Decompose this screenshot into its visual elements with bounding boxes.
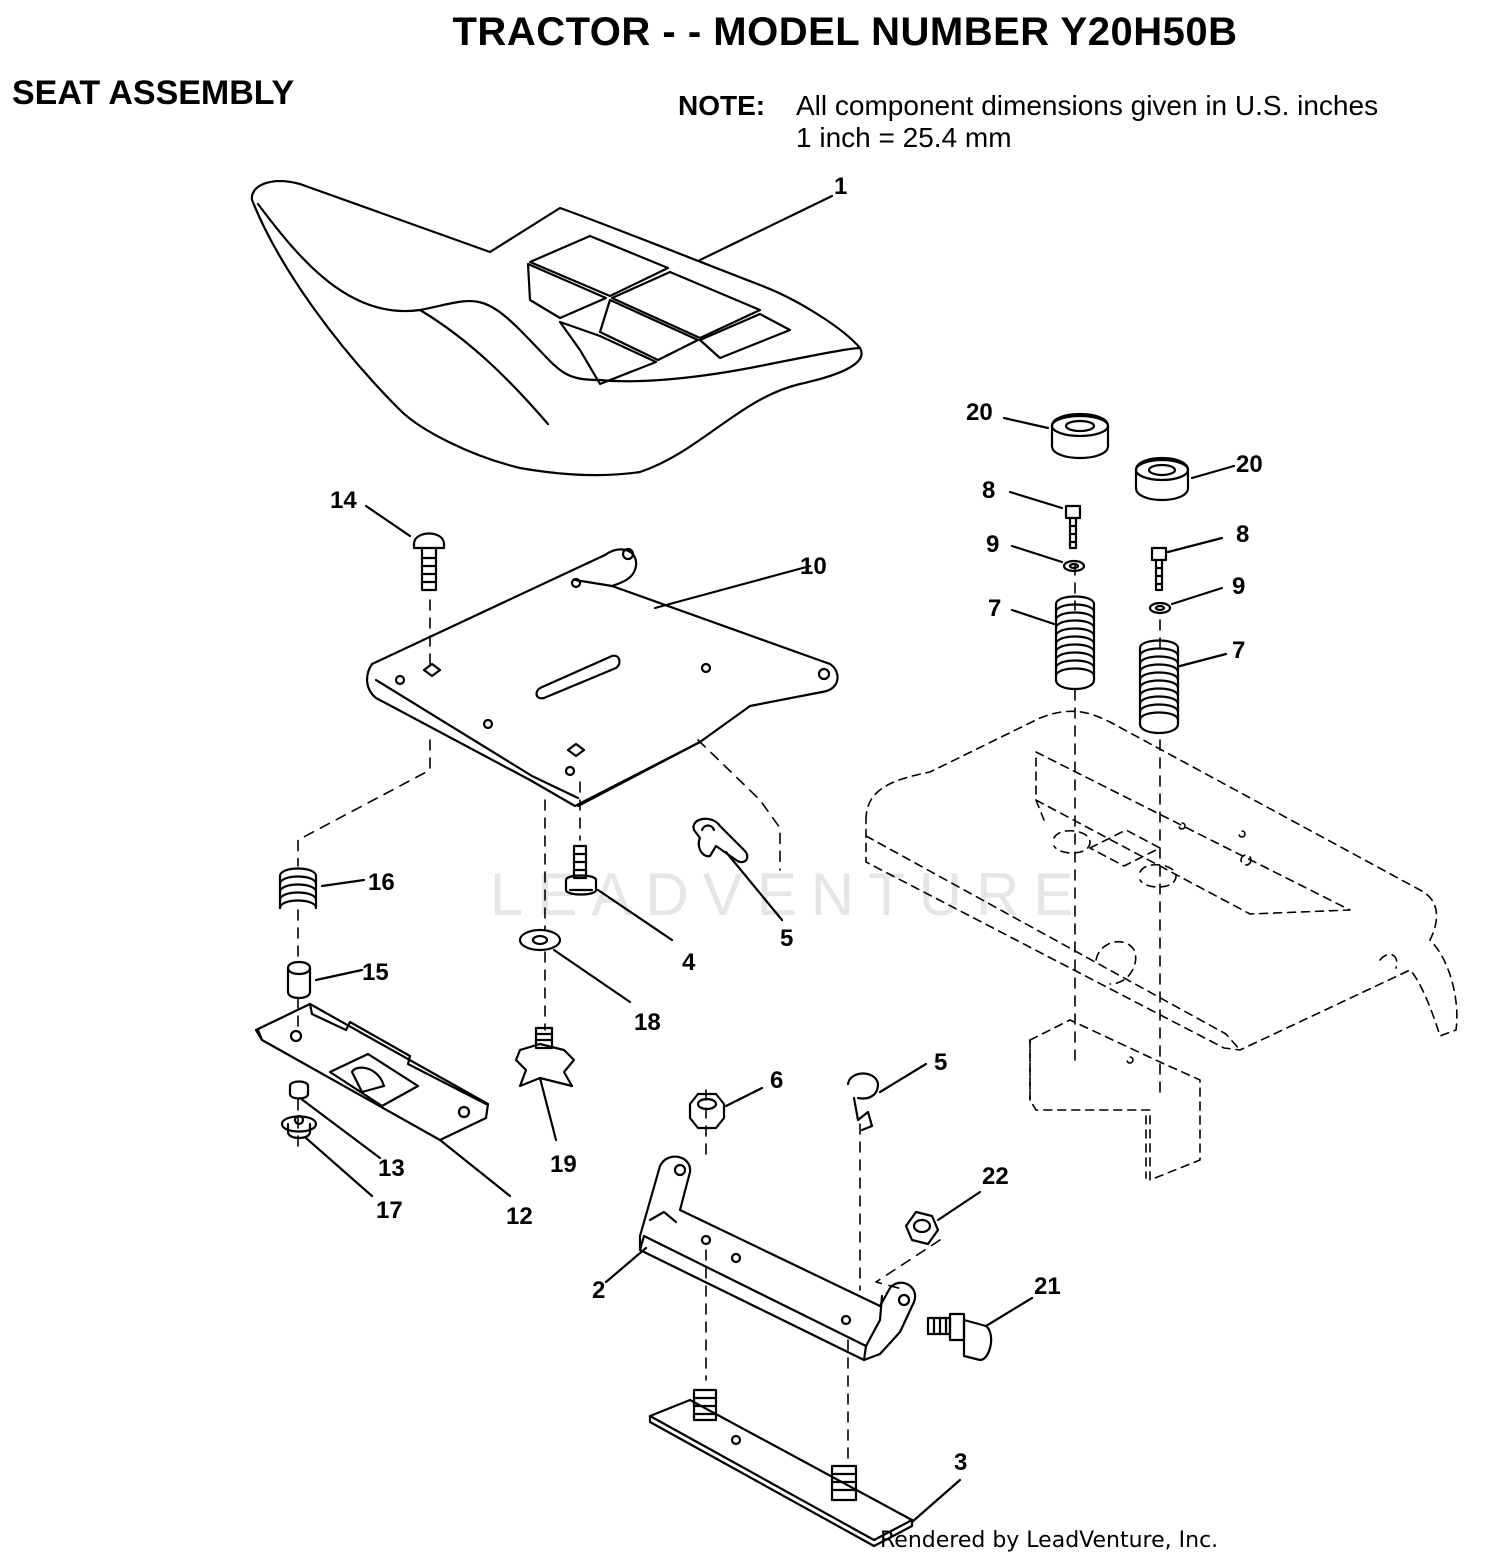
callout-16: 16	[368, 869, 395, 896]
note-text-line2: 1 inch = 25.4 mm	[796, 122, 1012, 153]
callout-13: 13	[378, 1155, 405, 1182]
part-seat[interactable]	[250, 180, 863, 477]
callout-8-right: 8	[1236, 521, 1249, 548]
part-nut-small[interactable]	[288, 1080, 382, 1160]
callout-9-left: 9	[986, 531, 999, 558]
part-pivot-bracket[interactable]	[604, 1155, 917, 1362]
part-lock-washer-right[interactable]	[1148, 586, 1224, 615]
part-lock-nut[interactable]	[904, 1190, 982, 1246]
fender-reference	[865, 710, 1458, 1181]
part-spring-left[interactable]	[1010, 595, 1096, 691]
callout-8-left: 8	[982, 477, 995, 504]
part-shoulder-bolt[interactable]	[926, 1296, 1034, 1362]
callout-20-right: 20	[1236, 451, 1263, 478]
callout-18: 18	[634, 1009, 661, 1036]
note-text-line1: All component dimensions given in U.S. i…	[796, 90, 1379, 121]
part-flange-nut[interactable]	[280, 1114, 374, 1198]
part-slide-bracket[interactable]	[254, 1002, 512, 1198]
callout-7-right: 7	[1232, 637, 1245, 664]
part-bushing-right[interactable]	[1134, 456, 1236, 502]
callout-6: 6	[770, 1067, 783, 1094]
callout-20-left: 20	[966, 399, 993, 426]
part-spring-right[interactable]	[1138, 639, 1228, 735]
part-carriage-bolt[interactable]	[364, 504, 446, 592]
page-title: TRACTOR - - MODEL NUMBER Y20H50B	[452, 10, 1238, 54]
callout-5-upper: 5	[780, 925, 793, 952]
part-knob[interactable]	[514, 1026, 576, 1142]
callout-3: 3	[954, 1449, 967, 1476]
callout-12: 12	[506, 1203, 533, 1230]
part-bushing-left[interactable]	[1002, 412, 1110, 460]
callout-2: 2	[592, 1277, 605, 1304]
callout-4: 4	[682, 949, 696, 976]
callout-17: 17	[376, 1197, 403, 1224]
part-seat-pan[interactable]	[366, 547, 839, 808]
part-bolt-left[interactable]	[1008, 490, 1082, 550]
callout-10: 10	[800, 553, 827, 580]
note-label: NOTE:	[678, 90, 766, 121]
part-screw[interactable]	[564, 844, 674, 942]
callout-9-right: 9	[1232, 573, 1245, 600]
part-hair-clip-upper[interactable]	[692, 817, 784, 922]
part-hex-nut[interactable]	[688, 1086, 764, 1130]
callout-15: 15	[362, 959, 389, 986]
part-base-plate[interactable]	[648, 1388, 962, 1548]
part-washer[interactable]	[518, 928, 632, 1004]
part-hair-clip-lower[interactable]	[846, 1062, 928, 1132]
part-spring-small[interactable]	[278, 867, 366, 910]
section-title: SEAT ASSEMBLY	[12, 74, 295, 112]
part-lock-washer-left[interactable]	[1010, 544, 1086, 573]
part-bolt-right[interactable]	[1150, 536, 1224, 592]
callout-21: 21	[1034, 1273, 1061, 1300]
callout-19: 19	[550, 1151, 577, 1178]
callout-5-lower: 5	[934, 1049, 947, 1076]
callout-14: 14	[330, 487, 357, 514]
part-spacer[interactable]	[286, 960, 364, 1000]
render-credit: Rendered by LeadVenture, Inc.	[880, 1528, 1219, 1553]
callout-7-left: 7	[988, 595, 1001, 622]
callout-1: 1	[834, 173, 847, 200]
callout-22: 22	[982, 1163, 1009, 1190]
